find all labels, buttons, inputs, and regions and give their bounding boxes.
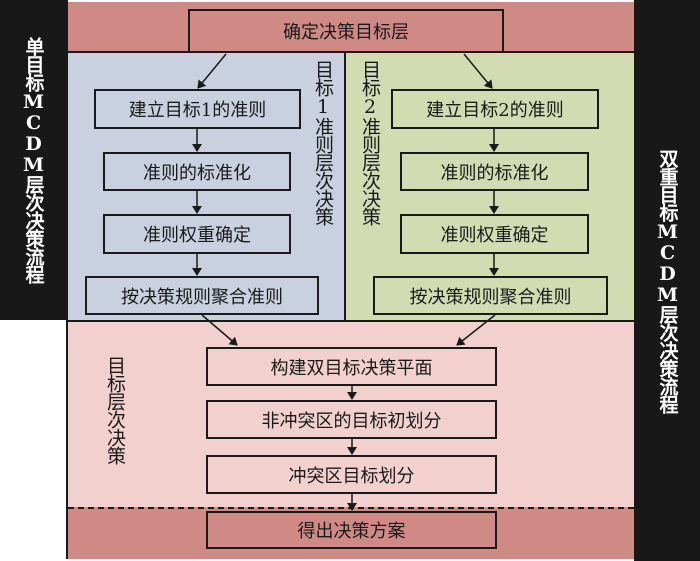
goal1-step-weights: 准则权重确定 bbox=[103, 214, 291, 254]
decision-result-box: 得出决策方案 bbox=[206, 511, 497, 549]
dual-objective-flow-label: 双重目标MCDM层次决策流程 bbox=[656, 148, 679, 413]
goal1-step-normalize: 准则的标准化 bbox=[103, 152, 291, 191]
goal2-step-weights: 准则权重确定 bbox=[400, 214, 589, 254]
goal-step-conflict-division: 冲突区目标划分 bbox=[206, 455, 497, 494]
goal-layer-label: 目标层次决策 bbox=[104, 356, 126, 464]
left-side-bar: 单目标MCDM层次决策流程 bbox=[0, 0, 66, 320]
single-objective-flow-label: 单目标MCDM层次决策流程 bbox=[22, 37, 45, 283]
right-side-bar: 双重目标MCDM层次决策流程 bbox=[634, 0, 700, 561]
determine-objective-layer-box: 确定决策目标层 bbox=[188, 9, 504, 53]
goal1-step-build-criteria: 建立目标1的准则 bbox=[94, 89, 301, 129]
goal-step-build-plane: 构建双目标决策平面 bbox=[206, 347, 497, 386]
goal-step-nonconflict-division: 非冲突区的目标初划分 bbox=[206, 400, 497, 439]
goal-layer-panel bbox=[68, 320, 634, 507]
goal2-step-aggregate: 按决策规则聚合准则 bbox=[373, 276, 608, 315]
goal1-step-aggregate: 按决策规则聚合准则 bbox=[85, 276, 319, 315]
goal1-panel-label: 目标1准则层次决策 bbox=[312, 60, 334, 225]
goal2-panel-label: 目标2准则层次决策 bbox=[359, 60, 381, 225]
goal2-step-build-criteria: 建立目标2的准则 bbox=[391, 89, 599, 129]
goal2-step-normalize: 准则的标准化 bbox=[400, 152, 589, 191]
